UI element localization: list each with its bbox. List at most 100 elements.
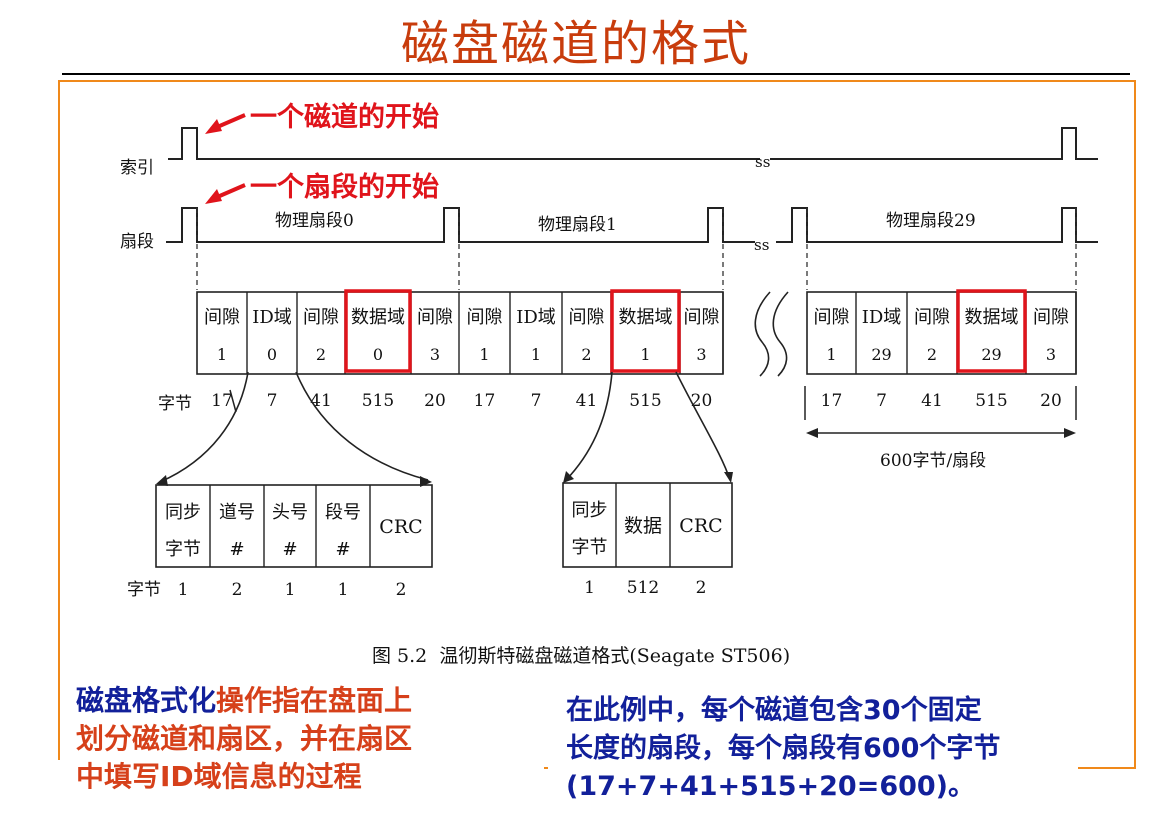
field-number: 1	[479, 345, 489, 364]
field-name: 数据域	[351, 307, 405, 328]
detail-cell-line1: 同步	[572, 500, 608, 521]
note-left-line1: 操作指在盘面上	[216, 684, 413, 717]
detail-cell-bytes: 2	[696, 578, 707, 598]
field-bytes: 7	[531, 391, 542, 411]
field-name: 间隙	[204, 307, 240, 328]
detail-cell-label: 数据	[624, 515, 662, 537]
sector-waveform	[166, 207, 1098, 243]
note-left: 磁盘格式化操作指在盘面上 划分磁道和扇区，并在扇区 中填写ID域信息的过程	[76, 682, 412, 796]
detail-cell-line1: 段号	[325, 502, 361, 523]
field-name: 间隙	[1033, 307, 1069, 328]
index-break-mark: ss	[755, 153, 770, 171]
field-name: 数据域	[619, 307, 673, 328]
field-name: 间隙	[569, 307, 605, 328]
detail-cell-label: CRC	[679, 515, 722, 537]
field-bytes: 17	[211, 391, 233, 411]
detail-cell-bytes: 1	[285, 580, 296, 600]
title-rule	[62, 73, 1130, 75]
field-number: 2	[316, 345, 326, 364]
field-number: 3	[696, 345, 706, 364]
detail-cell-label: CRC	[379, 516, 422, 538]
field-number: 29	[981, 345, 1001, 364]
field-number: 0	[267, 345, 277, 364]
index-signal-label: 索引	[120, 158, 154, 178]
detail-cell-bytes: 2	[396, 580, 407, 600]
frame-gap-right	[548, 760, 1078, 780]
callout-sector-start: 一个扇段的开始	[250, 171, 439, 203]
data-field-highlight	[956, 289, 1027, 373]
sector-break-mark: ss	[754, 236, 769, 254]
detail-cell-line2: #	[335, 539, 350, 560]
field-number: 1	[826, 345, 836, 364]
field-row: 间隙1ID域0间隙2数据域0间隙3间隙1ID域1间隙2数据域1间隙3间隙1ID域…	[196, 289, 1077, 375]
data-field-highlight	[344, 289, 412, 373]
field-bytes: 7	[267, 391, 278, 411]
field-name: 数据域	[965, 307, 1019, 328]
sector0-label: 物理扇段0	[275, 211, 354, 231]
index-waveform	[168, 127, 1098, 160]
sector-size-label: 600字节/扇段	[880, 451, 986, 471]
field-number: 1	[531, 345, 541, 364]
field-bytes: 17	[821, 391, 843, 411]
field-name: 间隙	[914, 307, 950, 328]
detail-cell-bytes: 1	[338, 580, 349, 600]
detail-cell-line2: #	[229, 539, 244, 560]
dashed-guides	[196, 208, 1077, 290]
field-bytes: 20	[691, 391, 713, 411]
detail-cell-bytes: 2	[232, 580, 243, 600]
row-break	[754, 291, 789, 377]
field-name: ID域	[252, 307, 292, 328]
detail-border	[562, 482, 733, 568]
bytes-label-bottom: 字节	[127, 580, 161, 600]
expansion-arrowheads	[156, 471, 733, 487]
note-right: 在此例中，每个磁道包含30个固定 长度的扇段，每个扇段有600个字节 (17+7…	[566, 692, 1000, 806]
field-row-border-b	[806, 291, 1077, 375]
data-field-highlight	[610, 289, 681, 373]
field-bytes: 515	[975, 391, 1007, 411]
field-bytes: 20	[1040, 391, 1062, 411]
field-name: ID域	[862, 307, 902, 328]
field-bytes: 17	[474, 391, 496, 411]
sector-span-arrow	[806, 428, 1076, 438]
sector-signal-label: 扇段	[120, 232, 154, 252]
field-bytes: 41	[310, 391, 332, 411]
field-number: 2	[581, 345, 591, 364]
field-name: ID域	[516, 307, 556, 328]
note-right-line2: 长度的扇段，每个扇段有600个字节	[566, 733, 1001, 764]
callout-track-start: 一个磁道的开始	[250, 101, 439, 133]
expansion-curves	[159, 371, 731, 483]
field-name: 间隙	[684, 307, 720, 328]
field-bytes: 41	[921, 391, 943, 411]
field-name: 间隙	[814, 307, 850, 328]
detail-cell-bytes: 1	[584, 578, 595, 598]
note-right-line3: (17+7+41+515+20=600)。	[566, 771, 976, 802]
field-bytes: 515	[362, 391, 394, 411]
field-number: 3	[1046, 345, 1056, 364]
detail-cell-line2: 字节	[165, 539, 201, 560]
note-right-line1: 在此例中，每个磁道包含30个固定	[566, 695, 982, 726]
callout-arrows	[205, 113, 246, 204]
detail-border	[155, 484, 433, 568]
field-name: 间隙	[467, 307, 503, 328]
bytes-label-top: 字节	[158, 394, 192, 414]
sector1-label: 物理扇段1	[538, 215, 617, 235]
field-number: 1	[640, 345, 650, 364]
detail-cell-bytes: 1	[178, 580, 189, 600]
note-left-line3: 中填写ID域信息的过程	[76, 760, 362, 793]
bytes-separators	[229, 386, 1077, 420]
field-number: 3	[430, 345, 440, 364]
detail-cell-bytes: 512	[627, 578, 659, 598]
page-title: 磁盘磁道的格式	[400, 16, 751, 72]
figure-caption: 图 5.2 温彻斯特磁盘磁道格式(Seagate ST506)	[372, 645, 790, 667]
field-name: 间隙	[417, 307, 453, 328]
note-left-line2: 划分磁道和扇区，并在扇区	[76, 722, 413, 755]
sector29-label: 物理扇段29	[886, 211, 976, 231]
detail-cell-line2: #	[282, 539, 297, 560]
note-left-highlight: 磁盘格式化	[76, 684, 217, 717]
field-number: 1	[217, 345, 227, 364]
field-bytes: 7	[876, 391, 887, 411]
field-name: 间隙	[303, 307, 339, 328]
